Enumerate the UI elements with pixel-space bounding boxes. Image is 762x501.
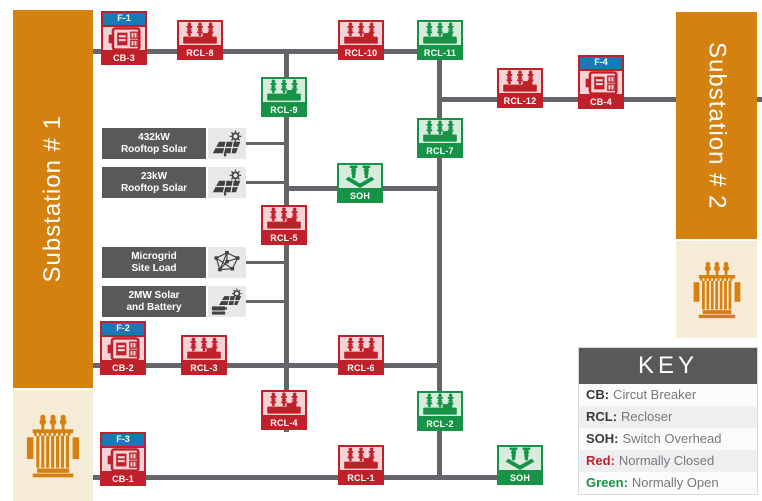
recloser-icon xyxy=(417,118,463,145)
key-row-soh: SOH:Switch Overhead xyxy=(579,428,757,450)
device-cb-4: F-4 CB-4 xyxy=(578,55,624,109)
device-label: CB-1 xyxy=(100,473,146,486)
network-load-icon xyxy=(208,247,246,278)
key-row-rcl: RCL:Recloser xyxy=(579,406,757,428)
device-label: SOH xyxy=(337,190,383,203)
device-label: SOH xyxy=(497,472,543,485)
device-label: RCL-1 xyxy=(338,472,384,485)
load-label: 23kW Rooftop Solar xyxy=(102,167,206,198)
device-label: RCL-4 xyxy=(261,417,307,430)
feeder-tag-f4: F-4 xyxy=(578,55,624,69)
device-rcl-1: RCL-1 xyxy=(338,445,384,485)
device-label: RCL-12 xyxy=(497,95,543,108)
device-soh-1: SOH xyxy=(337,163,383,203)
recloser-icon xyxy=(177,20,223,47)
recloser-icon xyxy=(261,205,307,232)
device-label: RCL-7 xyxy=(417,145,463,158)
load-rooftop-solar-23: 23kW Rooftop Solar xyxy=(102,167,246,198)
tap-line-solarbatt xyxy=(243,300,286,303)
circuit-breaker-icon xyxy=(100,335,146,362)
device-rcl-5: RCL-5 xyxy=(261,205,307,245)
feeder-tag-f2: F-2 xyxy=(100,321,146,335)
device-label: RCL-2 xyxy=(417,418,463,431)
device-label: RCL-6 xyxy=(338,362,384,375)
device-soh-2: SOH xyxy=(497,445,543,485)
device-label: RCL-3 xyxy=(181,362,227,375)
switch-overhead-icon xyxy=(497,445,543,472)
load-solar-battery: 2MW Solar and Battery xyxy=(102,286,246,317)
load-label: 2MW Solar and Battery xyxy=(102,286,206,317)
recloser-icon xyxy=(181,335,227,362)
device-label: RCL-5 xyxy=(261,232,307,245)
substation-2-bar: Substation # 2 xyxy=(676,12,757,239)
substation-1-label: Substation # 1 xyxy=(39,115,66,283)
device-rcl-2: RCL-2 xyxy=(417,391,463,431)
bus-line-right-vertical xyxy=(437,52,442,480)
load-label: Microgrid Site Load xyxy=(102,247,206,278)
device-rcl-12: RCL-12 xyxy=(497,68,543,108)
device-rcl-8: RCL-8 xyxy=(177,20,223,60)
key-row-cb: CB:Circut Breaker xyxy=(579,384,757,406)
tap-line-microgrid xyxy=(243,261,286,264)
key-title: KEY xyxy=(579,348,757,384)
recloser-icon xyxy=(338,335,384,362)
feeder-tag-f3: F-3 xyxy=(100,432,146,446)
device-rcl-6: RCL-6 xyxy=(338,335,384,375)
bus-line-bottom xyxy=(93,475,522,480)
bus-line-right-stub xyxy=(755,97,762,102)
bus-line-top xyxy=(93,49,442,54)
substation-2-label: Substation # 2 xyxy=(703,41,731,210)
substation-1-bar: Substation # 1 xyxy=(13,10,93,388)
key-row-red: Red:Normally Closed xyxy=(579,450,757,472)
device-label: CB-4 xyxy=(578,96,624,109)
load-rooftop-solar-432: 432kW Rooftop Solar xyxy=(102,128,246,159)
bus-line-middle xyxy=(93,363,441,368)
bus-line-right xyxy=(440,97,677,102)
device-label: CB-2 xyxy=(100,362,146,375)
solar-battery-icon xyxy=(208,286,246,317)
recloser-icon xyxy=(338,445,384,472)
recloser-icon xyxy=(497,68,543,95)
circuit-breaker-icon xyxy=(101,25,147,52)
legend-key: KEY CB:Circut Breaker RCL:Recloser SOH:S… xyxy=(578,347,758,495)
circuit-breaker-icon xyxy=(578,69,624,96)
switch-overhead-icon xyxy=(337,163,383,190)
substation-1-transformer-box xyxy=(13,390,93,501)
load-microgrid-site: Microgrid Site Load xyxy=(102,247,246,278)
tap-line-solar432 xyxy=(242,142,286,145)
transformer-icon xyxy=(24,414,82,478)
load-label: 432kW Rooftop Solar xyxy=(102,128,206,159)
circuit-breaker-icon xyxy=(100,446,146,473)
recloser-icon xyxy=(261,77,307,104)
device-label: RCL-11 xyxy=(417,47,463,60)
tap-line-solar23 xyxy=(242,181,286,184)
key-row-green: Green:Normally Open xyxy=(579,472,757,494)
transformer-icon xyxy=(691,261,743,319)
device-rcl-9: RCL-9 xyxy=(261,77,307,117)
device-rcl-3: RCL-3 xyxy=(181,335,227,375)
device-label: RCL-10 xyxy=(338,47,384,60)
recloser-icon xyxy=(417,391,463,418)
feeder-tag-f1: F-1 xyxy=(101,11,147,25)
device-rcl-7: RCL-7 xyxy=(417,118,463,158)
device-rcl-11: RCL-11 xyxy=(417,20,463,60)
device-cb-3: F-1 CB-3 xyxy=(101,11,147,65)
device-cb-1: F-3 CB-1 xyxy=(100,432,146,486)
recloser-icon xyxy=(417,20,463,47)
substation-2-transformer-box xyxy=(676,241,757,338)
device-label: RCL-8 xyxy=(177,47,223,60)
device-rcl-4: RCL-4 xyxy=(261,390,307,430)
recloser-icon xyxy=(338,20,384,47)
device-cb-2: F-2 CB-2 xyxy=(100,321,146,375)
solar-panel-icon xyxy=(208,128,246,159)
solar-panel-icon xyxy=(208,167,246,198)
device-rcl-10: RCL-10 xyxy=(338,20,384,60)
recloser-icon xyxy=(261,390,307,417)
device-label: RCL-9 xyxy=(261,104,307,117)
device-label: CB-3 xyxy=(101,52,147,65)
